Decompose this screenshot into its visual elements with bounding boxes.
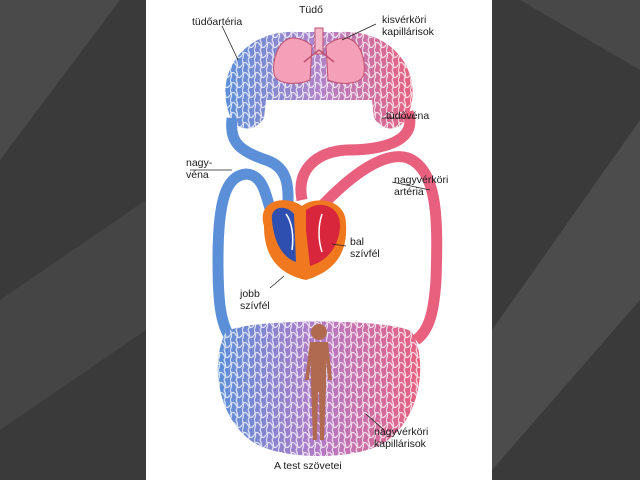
label-lung-text: Tüdő xyxy=(299,4,323,16)
label-vena-cava-line2: véna xyxy=(186,169,209,181)
label-right-ventricle-line2: szívfél xyxy=(240,300,270,312)
label-right-ventricle: jobb szívfél xyxy=(240,288,270,312)
label-systemic-capillaries-line1: nagyvérköri xyxy=(374,426,429,438)
systemic-artery-vessel xyxy=(313,151,443,345)
label-systemic-capillaries-line2: kapillárisok xyxy=(374,438,426,450)
pulmonary-capillary-network xyxy=(225,31,413,129)
heart-icon xyxy=(262,200,347,280)
label-body-tissues: A test szövetei xyxy=(274,460,342,472)
label-pulmonary-capillaries: kisvérköri kapillárisok xyxy=(382,14,434,38)
diagram-panel: Tüdő kisvérköri kapillárisok tüdőartéria… xyxy=(146,0,492,480)
label-left-ventricle: bal szívfél xyxy=(350,236,380,260)
label-vena-cava-line1: nagy- xyxy=(186,157,213,169)
circulation-diagram xyxy=(190,23,443,456)
label-systemic-artery: nagyvérköri artéria xyxy=(394,174,448,198)
lung-icon xyxy=(273,27,365,84)
label-lung: Tüdő xyxy=(299,4,323,16)
label-pulmonary-artery: tüdőartéria xyxy=(192,16,242,28)
label-pulmonary-capillaries-line1: kisvérköri xyxy=(382,14,427,26)
left-ventricle xyxy=(306,204,341,266)
background-stripe xyxy=(0,0,120,160)
vena-cava-vessel xyxy=(212,168,284,344)
label-left-ventricle-line1: bal xyxy=(350,236,365,248)
label-pulmonary-capillaries-line2: kapillárisok xyxy=(382,26,434,38)
label-systemic-artery-line1: nagyvérköri xyxy=(394,174,449,186)
background-stripe xyxy=(492,120,640,470)
label-pulmonary-artery-text: tüdőartéria xyxy=(192,16,243,28)
label-left-ventricle-line2: szívfél xyxy=(350,248,380,260)
label-body-tissues-text: A test szövetei xyxy=(274,460,342,472)
pulmonary-vein-vessel xyxy=(295,110,416,202)
human-body-icon xyxy=(305,324,332,440)
label-pulmonary-vein-text: tüdővéna xyxy=(386,110,430,122)
background-stripe xyxy=(0,200,146,430)
label-systemic-artery-line2: artéria xyxy=(394,186,424,198)
background-stripe xyxy=(520,0,640,70)
label-right-ventricle-line1: jobb xyxy=(240,288,260,300)
label-vena-cava: nagy- véna xyxy=(186,157,212,181)
label-pulmonary-vein: tüdővéna xyxy=(386,110,429,122)
label-leader-lines xyxy=(190,23,431,431)
label-systemic-capillaries: nagyvérköri kapillárisok xyxy=(374,426,428,450)
